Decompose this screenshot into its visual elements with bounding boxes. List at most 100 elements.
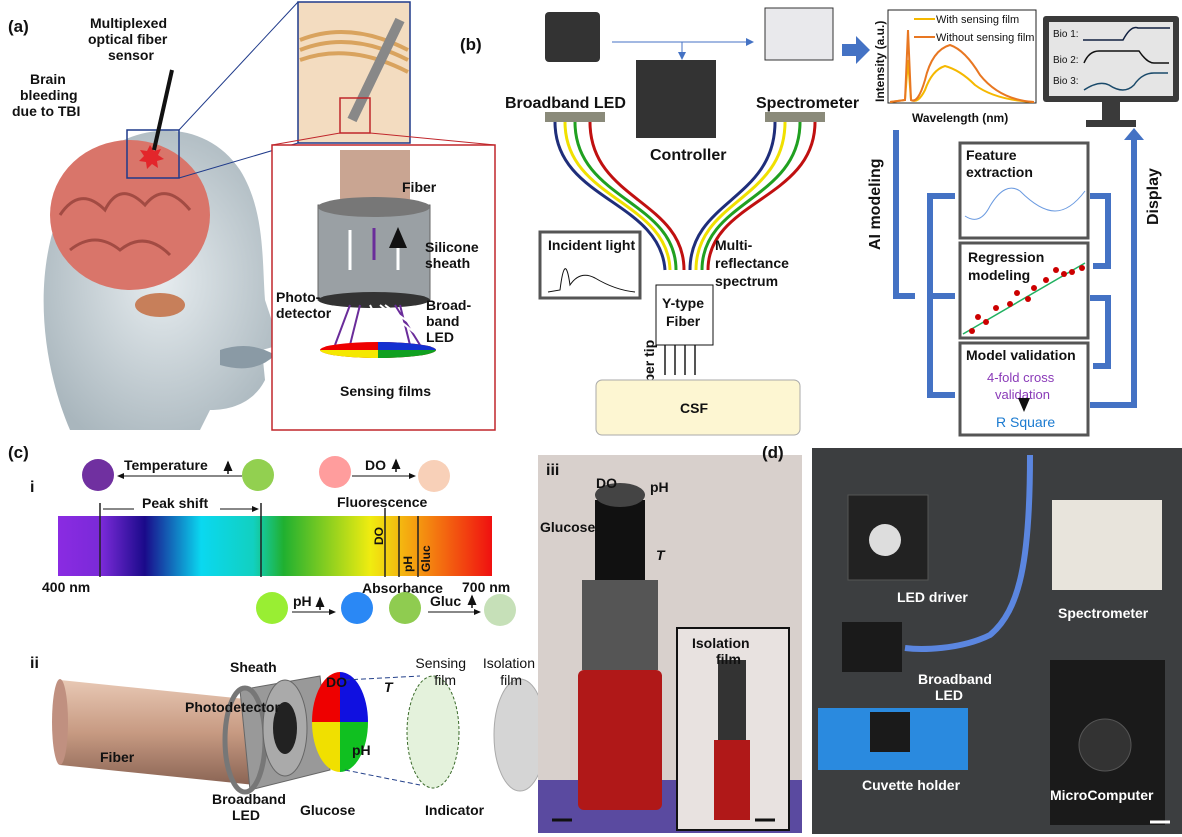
panel-d-label: (d): [762, 443, 784, 462]
panel-b: (b) Broadband LED Spectrometer Controlle…: [460, 7, 1179, 437]
sheath-label: Silicone: [425, 239, 479, 255]
monitor: Bio 1: Bio 2: Bio 3:: [1043, 16, 1179, 127]
controller-device: [636, 60, 716, 138]
spectrum-chart: With sensing film Without sensing film I…: [873, 9, 1037, 125]
ii-do-label: DO: [326, 674, 347, 690]
films-label: Sensing films: [340, 383, 431, 399]
ph-label: pH: [293, 593, 312, 609]
validation-box: [958, 341, 1090, 437]
iii-ph-label: pH: [650, 479, 669, 495]
microcomputer-label: MicroComputer: [1050, 787, 1154, 803]
feature-extraction-box: [958, 141, 1090, 240]
panel-c: (c) i Temperature DO Peak shift Fluoresc…: [8, 443, 802, 833]
sensor-label: Multiplexed: [90, 15, 167, 31]
multi-reflectance-label-3: spectrum: [715, 273, 778, 289]
display-label: Display: [1145, 168, 1162, 225]
do-top-label: DO: [365, 457, 386, 473]
nm-high-label: 700 nm: [462, 579, 510, 595]
ii-t-label: T: [384, 679, 394, 695]
ii-glucose-label: Glucose: [300, 802, 355, 818]
spectrometer-label: Spectrometer: [756, 95, 859, 112]
incident-light-label: Incident light: [548, 237, 635, 253]
csf-label: CSF: [680, 400, 708, 416]
multi-reflectance-label: Multi-: [715, 237, 753, 253]
regression-points: [969, 265, 1085, 334]
sheath-label-2: sheath: [425, 255, 470, 271]
led-label-2: band: [426, 313, 459, 329]
controller-label: Controller: [650, 147, 726, 164]
bio-3-label: Bio 3:: [1053, 76, 1079, 87]
bar-ph-label: pH: [401, 556, 415, 572]
regression-box: [958, 241, 1090, 340]
bio-1-label: Bio 1:: [1053, 29, 1079, 40]
feature-label-2: extraction: [966, 164, 1033, 180]
bar-do-label: DO: [372, 527, 386, 545]
panel-d: (d) LED driver Spectrometer Broadband LE…: [762, 443, 1182, 834]
ii-led-label-2: LED: [232, 807, 260, 823]
fiber-drawing: [60, 680, 255, 785]
csf-box: [595, 379, 801, 436]
led-label: Broad-: [426, 297, 471, 313]
spectrometer-device: [764, 7, 834, 61]
series-without-film: [889, 29, 1035, 103]
chart-xlabel: Wavelength (nm): [912, 111, 1008, 125]
regression-label-2: modeling: [968, 267, 1030, 283]
cuvette-label: Cuvette holder: [862, 777, 961, 793]
sensing-film: [406, 675, 460, 789]
bio-2-label: Bio 2:: [1053, 55, 1079, 66]
photodetector-label: Photo-: [276, 289, 321, 305]
series-with-film: [889, 59, 1035, 103]
validation-method-2: validation: [995, 387, 1050, 402]
ii-isolation-film-label-2: film: [500, 672, 522, 688]
d-broadband-led-label: Broadband: [918, 671, 992, 687]
panel-a: (a) Multiplexed optical fiber sensor Bra…: [8, 1, 496, 431]
bleeding-label-3: due to TBI: [12, 103, 80, 119]
iii-isolation-label: Isolation: [692, 635, 750, 651]
fiber-label: Fiber: [402, 179, 437, 195]
led-device: [545, 12, 600, 62]
ai-modeling-label: AI modeling: [867, 158, 884, 250]
y-fiber-label: Y-type: [662, 295, 704, 311]
arrow-icon: [842, 36, 870, 64]
legend-without-film: Without sensing film: [936, 32, 1034, 44]
ii-fiber-label: Fiber: [100, 749, 135, 765]
panel-c-label: (c): [8, 443, 29, 462]
validation-title: Model validation: [966, 347, 1076, 363]
ii-photodetector-label: Photodetector: [185, 699, 280, 715]
feature-label: Feature: [966, 147, 1017, 163]
led-label-3: LED: [426, 329, 454, 345]
brain: [50, 140, 210, 290]
y-fiber-label-2: Fiber: [666, 313, 701, 329]
fluorescence-label: Fluorescence: [337, 494, 427, 510]
multi-reflectance-label-2: reflectance: [715, 255, 789, 271]
panel-a-label: (a): [8, 17, 29, 36]
chart-ylabel: Intensity (a.u.): [873, 21, 887, 102]
photodetector-label-2: detector: [276, 305, 332, 321]
photo-iii: [538, 455, 802, 833]
ii-indicator-label: Indicator: [425, 802, 485, 818]
bleeding-region-box: [126, 129, 180, 179]
workflow-arrows: [893, 130, 1137, 408]
ii-sensing-film-label: Sensing: [415, 655, 466, 671]
spectrum-bar: [58, 516, 492, 576]
ii-ph-label: pH: [352, 742, 371, 758]
regression-label: Regression: [968, 249, 1044, 265]
sensor-label-3: sensor: [108, 47, 154, 63]
peak-shift-label: Peak shift: [142, 495, 208, 511]
iii-isolation-label-2: film: [716, 651, 741, 667]
ii-sheath-label: Sheath: [230, 659, 277, 675]
sub-iii-label: iii: [546, 462, 559, 479]
led-driver-label: LED driver: [897, 589, 968, 605]
iii-do-label: DO: [596, 475, 617, 491]
fiber-bundle: [553, 121, 817, 375]
bleeding-icon: [139, 145, 164, 169]
legend-with-film: With sensing film: [936, 14, 1019, 26]
ii-sensing-film-label-2: film: [434, 672, 456, 688]
validation-metric: R Square: [996, 414, 1055, 430]
bleeding-label: Brain: [30, 71, 66, 87]
bleeding-label-2: bleeding: [20, 87, 78, 103]
temperature-label: Temperature: [124, 457, 208, 473]
sensing-disc: [312, 672, 368, 772]
panel-b-label: (b): [460, 35, 482, 54]
